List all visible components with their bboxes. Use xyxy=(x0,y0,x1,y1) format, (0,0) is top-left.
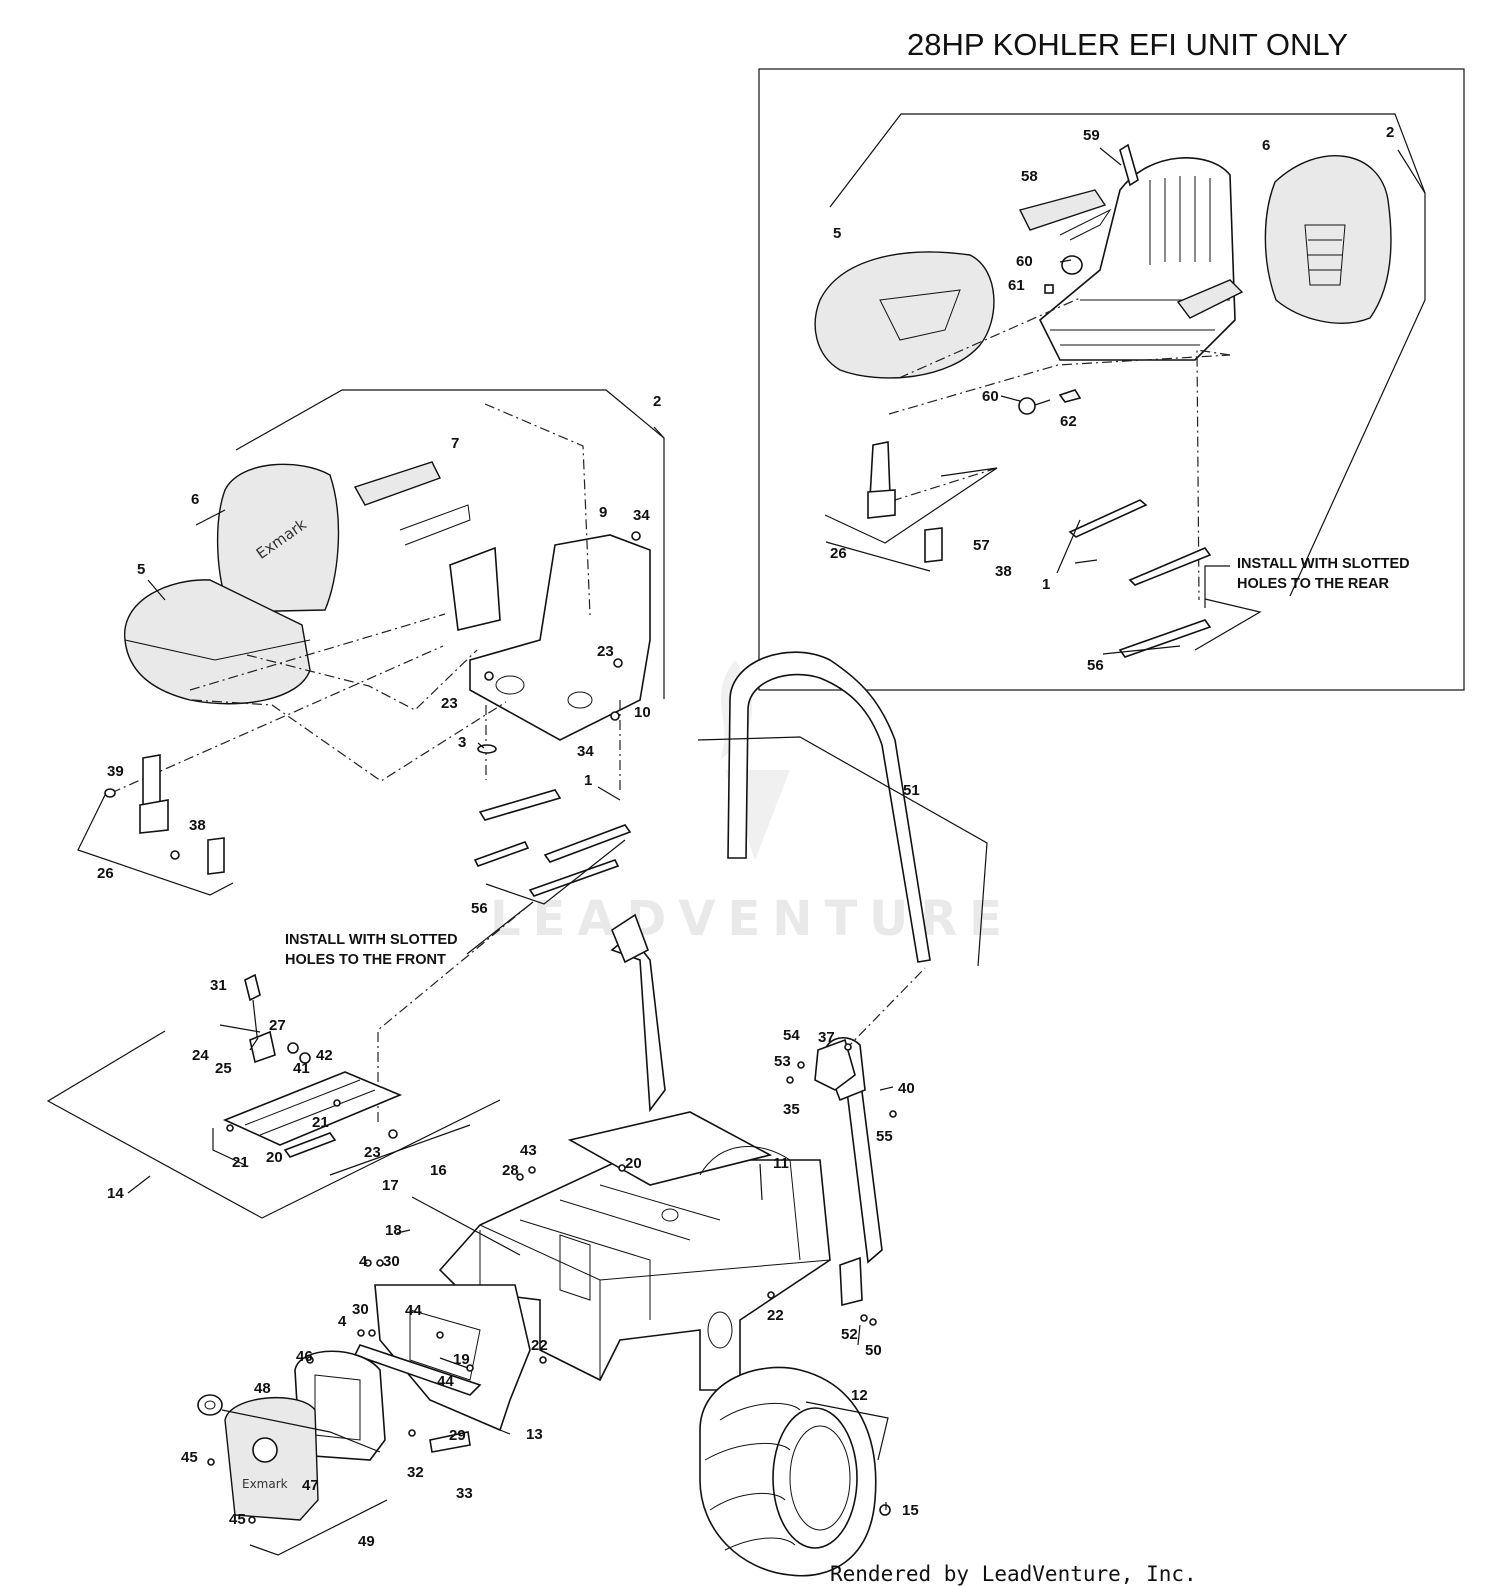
callout-5: 5 xyxy=(137,561,145,578)
callout-42: 42 xyxy=(316,1047,333,1064)
callout-56: 56 xyxy=(471,900,488,917)
callout-22a: 22 xyxy=(767,1307,784,1324)
callout-35: 35 xyxy=(783,1101,800,1118)
linkage-assembly xyxy=(46,973,501,1219)
callout-48: 48 xyxy=(254,1380,271,1397)
callout-62: 62 xyxy=(1060,413,1077,430)
callout-6-inset: 6 xyxy=(1262,137,1270,154)
callout-6: 6 xyxy=(191,491,199,508)
callout-45a: 45 xyxy=(181,1449,198,1466)
callout-60a: 60 xyxy=(1016,253,1033,270)
diagram-title: 28HP KOHLER EFI UNIT ONLY xyxy=(907,27,1348,62)
callout-59: 59 xyxy=(1083,127,1100,144)
watermark-text: LEADVENTURE xyxy=(490,891,1014,947)
callout-58: 58 xyxy=(1021,168,1038,185)
callout-44b: 44 xyxy=(437,1373,454,1390)
callout-23a: 23 xyxy=(597,643,614,660)
callout-14: 14 xyxy=(107,1185,124,1202)
callout-41: 41 xyxy=(293,1060,310,1077)
callout-38: 38 xyxy=(189,817,206,834)
note-rear-line2: HOLES TO THE REAR xyxy=(1237,576,1390,592)
note-front-line2: HOLES TO THE FRONT xyxy=(285,952,446,968)
callout-57: 57 xyxy=(973,537,990,554)
inset-seat-assembly xyxy=(814,113,1426,658)
hardware xyxy=(207,1043,897,1524)
callout-20a: 20 xyxy=(266,1149,283,1166)
callout-61: 61 xyxy=(1008,277,1025,294)
callout-23b: 23 xyxy=(441,695,458,712)
callout-55: 55 xyxy=(876,1128,893,1145)
callout-leaders xyxy=(127,147,1122,1510)
callout-21b: 21 xyxy=(232,1154,249,1171)
callout-39: 39 xyxy=(107,763,124,780)
callout-51: 51 xyxy=(903,782,920,799)
callout-29: 29 xyxy=(449,1427,466,1444)
callout-12: 12 xyxy=(851,1387,868,1404)
callout-26-inset: 26 xyxy=(830,545,847,562)
callout-53: 53 xyxy=(774,1053,791,1070)
callout-23c: 23 xyxy=(364,1144,381,1161)
callout-labels: 2 6 59 58 5 60 61 60 62 26 57 38 1 56 2 … xyxy=(97,124,1394,1550)
callout-26: 26 xyxy=(97,865,114,882)
callout-24: 24 xyxy=(192,1047,209,1064)
callout-34a: 34 xyxy=(633,507,650,524)
callout-54: 54 xyxy=(783,1027,800,1044)
front-cover-assembly: Exmark xyxy=(197,1284,531,1556)
callout-3: 3 xyxy=(458,734,466,751)
callout-30a: 30 xyxy=(383,1253,400,1270)
callout-1: 1 xyxy=(584,772,592,789)
callout-4a: 4 xyxy=(359,1253,368,1270)
wheel-assembly xyxy=(699,1366,891,1577)
callout-34b: 34 xyxy=(577,743,594,760)
callout-10: 10 xyxy=(634,704,651,721)
callout-37: 37 xyxy=(818,1029,835,1046)
callout-40: 40 xyxy=(898,1080,915,1097)
svg-text:Exmark: Exmark xyxy=(242,1477,288,1491)
note-front-line1: INSTALL WITH SLOTTED xyxy=(285,932,458,948)
callout-18: 18 xyxy=(385,1222,402,1239)
callout-30b: 30 xyxy=(352,1301,369,1318)
render-credit: Rendered by LeadVenture, Inc. xyxy=(830,1562,1197,1586)
callout-27: 27 xyxy=(269,1017,286,1034)
callout-16: 16 xyxy=(430,1162,447,1179)
callout-38-inset: 38 xyxy=(995,563,1012,580)
callout-43: 43 xyxy=(520,1142,537,1159)
callout-56-inset: 56 xyxy=(1087,657,1104,674)
callout-2: 2 xyxy=(653,393,661,410)
callout-46: 46 xyxy=(296,1348,313,1365)
callout-15: 15 xyxy=(902,1502,919,1519)
callout-2-inset: 2 xyxy=(1386,124,1394,141)
callout-17: 17 xyxy=(382,1177,399,1194)
seat-assembly: Exmark xyxy=(77,389,665,905)
callout-21a: 21 xyxy=(312,1114,329,1131)
callout-28: 28 xyxy=(502,1162,519,1179)
callout-11: 11 xyxy=(773,1155,789,1172)
callout-49: 49 xyxy=(358,1533,375,1550)
callout-9: 9 xyxy=(599,504,607,521)
main-frame xyxy=(329,1038,863,1391)
callout-7: 7 xyxy=(451,435,459,452)
callout-44a: 44 xyxy=(405,1302,422,1319)
callout-52: 52 xyxy=(841,1326,858,1343)
callout-5-inset: 5 xyxy=(833,225,841,242)
inset-frame xyxy=(758,68,1465,691)
callout-20b: 20 xyxy=(625,1155,642,1172)
callout-22b: 22 xyxy=(531,1337,548,1354)
callout-25: 25 xyxy=(215,1060,232,1077)
note-rear-line1: INSTALL WITH SLOTTED xyxy=(1237,556,1410,572)
callout-1-inset: 1 xyxy=(1042,576,1050,593)
callout-31: 31 xyxy=(210,977,227,994)
callout-60b: 60 xyxy=(982,388,999,405)
callout-33: 33 xyxy=(456,1485,473,1502)
callout-32: 32 xyxy=(407,1464,424,1481)
callout-47: 47 xyxy=(302,1477,319,1494)
callout-4b: 4 xyxy=(338,1313,347,1330)
callout-13: 13 xyxy=(526,1426,543,1443)
callout-50: 50 xyxy=(865,1342,882,1359)
callout-45b: 45 xyxy=(229,1511,246,1528)
